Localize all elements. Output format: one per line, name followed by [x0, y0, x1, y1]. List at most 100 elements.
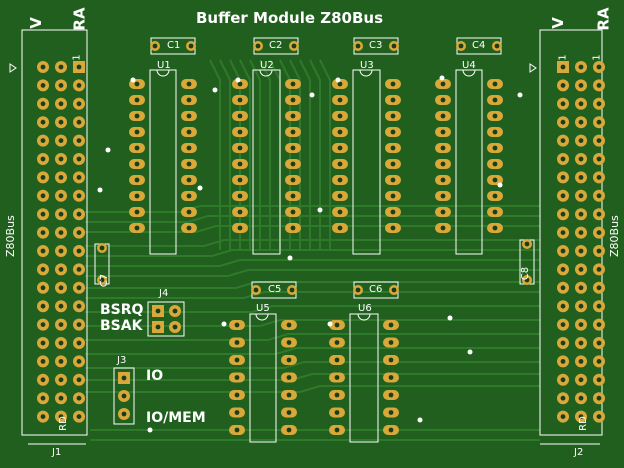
jumper-pin-hole — [121, 375, 127, 381]
left-connector-pin-hole — [76, 193, 82, 199]
ic-pin-hole — [337, 209, 343, 215]
ic-pin-hole — [186, 161, 192, 167]
left-connector-pin-hole — [58, 340, 64, 346]
capacitor-pad-hole — [355, 287, 361, 293]
left-pin1-label: 1 — [71, 54, 83, 61]
right-connector-pin-hole — [560, 193, 566, 199]
ic-body — [352, 69, 381, 255]
via — [417, 417, 423, 423]
ic-notch — [462, 69, 476, 77]
right-connector-pin-hole — [596, 83, 602, 88]
ic-pin-hole — [234, 375, 240, 380]
right-connector-pin-hole — [560, 138, 566, 144]
capacitor-pad-hole — [494, 43, 500, 49]
left-connector-pin-hole — [40, 64, 46, 70]
ic-pin-hole — [234, 340, 240, 345]
cap-label-c4: C4 — [472, 40, 486, 51]
ic-notch — [359, 69, 373, 77]
ic-pin-hole — [492, 129, 498, 135]
bus-trace — [85, 269, 540, 277]
jumper-pin-hole — [121, 411, 127, 417]
left-connector-pin-hole — [40, 119, 46, 125]
ic-pin-hole — [134, 81, 140, 87]
ic-pin-hole — [337, 177, 343, 183]
left-connector-pin-hole — [58, 303, 64, 309]
cap-label-c8: C8 — [520, 266, 532, 281]
ic-pin-hole — [390, 209, 396, 215]
ic-pin-hole — [492, 225, 498, 231]
ic-pin-hole — [234, 357, 240, 363]
ic-pin-hole — [388, 392, 394, 398]
ic-pin-hole — [337, 97, 343, 103]
left-connector-pin-hole — [58, 64, 64, 70]
left-connector-pin-hole — [40, 156, 46, 162]
bus-trace — [85, 333, 540, 341]
ic-pin-hole — [492, 209, 498, 215]
ic-pin-hole — [440, 81, 446, 87]
left-connector-outline — [21, 29, 88, 436]
left-pin1-arrow — [9, 63, 17, 73]
right-connector-pin-hole — [560, 267, 566, 272]
via — [317, 207, 323, 213]
bus-trace — [85, 259, 540, 267]
right-connector-pin-hole — [578, 359, 584, 364]
right-connector-pin-hole — [560, 395, 566, 401]
left-connector-pin-hole — [76, 119, 82, 125]
right-connector-pin-hole — [560, 322, 566, 327]
bus-trace — [85, 347, 540, 355]
ic-pin-hole — [290, 145, 296, 151]
right-connector-pin-hole — [596, 193, 602, 199]
ic-pin-hole — [134, 113, 140, 119]
right-connector-pin-hole — [578, 83, 584, 88]
ic-pin-hole — [440, 209, 446, 215]
signal-trace — [259, 59, 271, 250]
ic-pin-hole — [334, 427, 340, 433]
ic-pin-hole — [388, 322, 394, 328]
left-connector-pin-hole — [76, 211, 82, 217]
jumper-outline — [113, 367, 135, 425]
ic-pin-hole — [237, 193, 243, 199]
left-connector-pin-hole — [76, 322, 82, 327]
right-connector-pin-hole — [578, 138, 584, 144]
ic-pin-hole — [388, 340, 394, 345]
left-connector-pin-hole — [76, 175, 82, 180]
via — [197, 185, 203, 191]
right-connector-pin-hole — [560, 83, 566, 88]
left-connector-pin-hole — [58, 156, 64, 162]
right-connector-pin-hole — [578, 377, 584, 383]
left-connector-pin-hole — [58, 377, 64, 383]
right-pin1-label: 1 — [557, 54, 569, 61]
ic-pin-hole — [388, 357, 394, 363]
right-connector-pin-hole — [578, 322, 584, 327]
bus-trace — [85, 373, 540, 381]
ic-notch — [259, 69, 273, 77]
right-connector-pin-hole — [596, 359, 602, 364]
ic-pin-hole — [286, 392, 292, 398]
ic-pin-hole — [290, 209, 296, 215]
right-connector-pin-hole — [578, 64, 584, 70]
right-connector-pin-hole — [560, 211, 566, 217]
ic-label-u6: U6 — [358, 303, 372, 314]
ic-pin-hole — [492, 97, 498, 103]
right-connector-pin-hole — [596, 230, 602, 236]
via — [309, 92, 315, 98]
ic-pin-hole — [390, 161, 396, 167]
right-connector-pin-hole — [560, 414, 566, 419]
right-connector-pin-hole — [578, 285, 584, 291]
ic-pin-hole — [290, 129, 296, 135]
ic-pin-hole — [286, 375, 292, 380]
bus-trace — [85, 385, 540, 393]
ic-pin-hole — [186, 97, 192, 103]
ic-pin-hole — [440, 145, 446, 151]
left-ra-label: RA — [70, 7, 89, 31]
via — [130, 77, 136, 83]
left-connector-pin-hole — [76, 83, 82, 88]
signal-trace — [309, 59, 321, 250]
left-connector-pin-hole — [40, 359, 46, 364]
ic-pin-hole — [334, 410, 340, 415]
left-connector-pin-hole — [58, 175, 64, 180]
left-v-label: V — [26, 17, 45, 29]
signal-trace — [269, 59, 281, 250]
ic-pin-hole — [334, 322, 340, 328]
right-pin1-label-b: 1 — [591, 54, 603, 61]
